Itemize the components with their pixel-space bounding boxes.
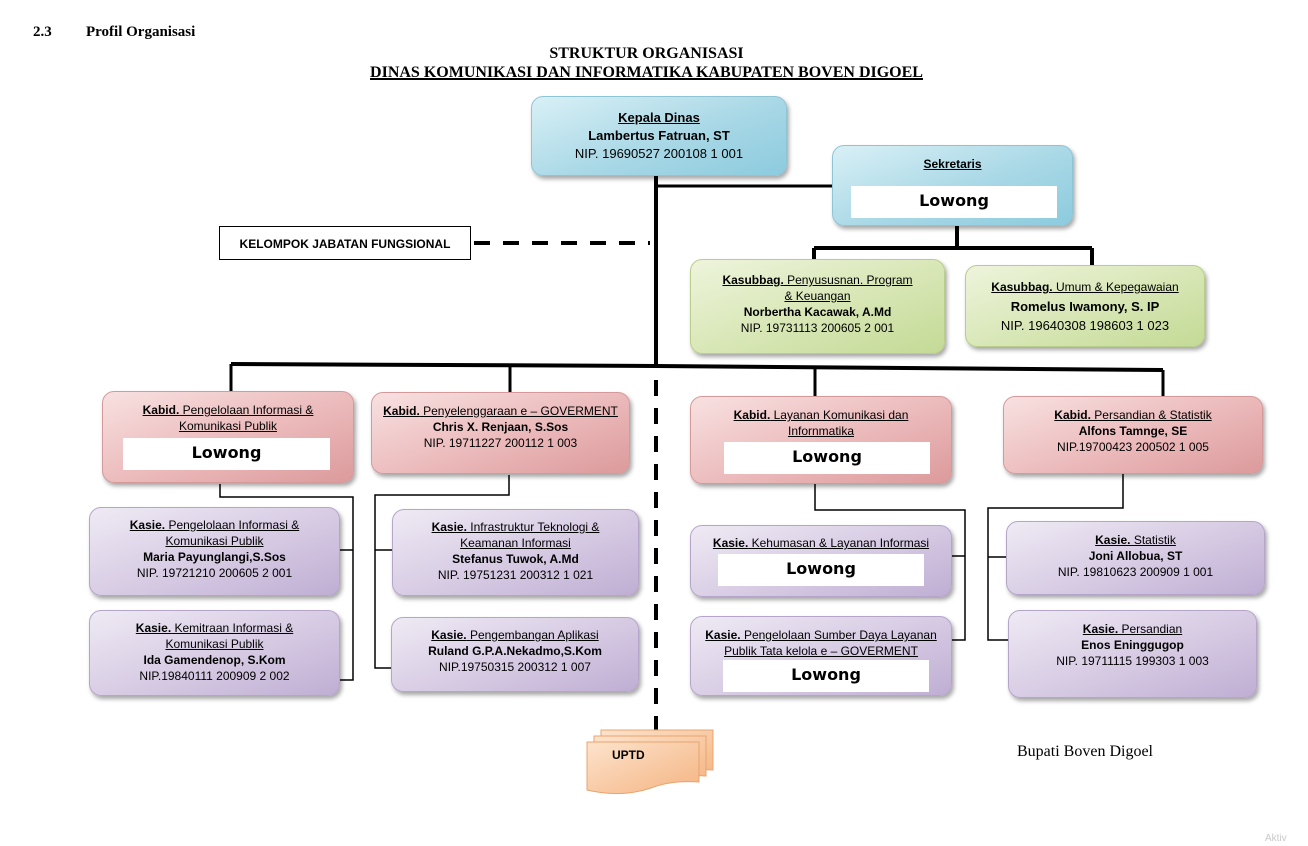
kasie-7-nip: NIP. 19810623 200909 1 001 — [1057, 565, 1214, 579]
kasie-5-vacant: Lowong — [718, 554, 924, 586]
kasie-3-name: Stefanus Tuwok, A.Md — [452, 552, 579, 566]
connector-kasie-group-3 — [814, 483, 966, 641]
kabid-4-nip: NIP.19700423 200502 1 005 — [1057, 440, 1209, 454]
kasie-8-name: Enos Eninggugop — [1081, 638, 1184, 652]
kasie-5-role: Kasie. Kehumasan & Layanan Informasi — [712, 536, 930, 550]
chart-subtitle-text: DINAS KOMUNIKASI DAN INFORMATIKA KABUPAT… — [370, 64, 923, 81]
kasie-3-role: Kasie. Infrastruktur Teknologi & — [431, 520, 600, 534]
kasie-8-nip: NIP. 19711115 199303 1 003 — [1056, 654, 1209, 668]
kasie-4-name: Ruland G.P.A.Nekadmo,S.Kom — [428, 644, 602, 658]
kabid-box-1: Kabid. Pengelolaan Informasi & Komunikas… — [102, 391, 354, 483]
kasie-1-role-2: Komunikasi Publik — [165, 534, 264, 548]
kabid-2-nip: NIP. 19711227 200112 1 003 — [423, 436, 578, 450]
kasie-4-role: Kasie. Pengembangan Aplikasi — [431, 628, 599, 642]
kabid-1-role: Kabid. Pengelolaan Informasi & — [142, 403, 314, 417]
kasubbag-box-1: Kasubbag. Penyususnan. Program & Keuanga… — [690, 259, 945, 354]
kabid-box-3: Kabid. Layanan Komunikasi dan Infornmati… — [690, 396, 952, 484]
kasie-4-nip: NIP.19750315 200312 1 007 — [439, 660, 591, 674]
section-number: 2.3 — [33, 24, 52, 40]
kasubbag-1-role-2: & Keuangan — [784, 289, 851, 303]
kepala-role: Kepala Dinas — [618, 110, 700, 125]
kasie-3-nip: NIP. 19751231 200312 1 021 — [437, 568, 594, 582]
uptd-label: UPTD — [612, 748, 645, 762]
kabid-2-role: Kabid. Penyelenggaraan e – GOVERMENT — [383, 404, 618, 418]
kepala-nip: NIP. 19690527 200108 1 001 — [574, 146, 744, 161]
section-heading: 2.3 Profil Organisasi — [33, 24, 195, 41]
kasie-box-3: Kasie. Infrastruktur Teknologi & Keamana… — [392, 509, 639, 596]
kasie-6-role-2: Publik Tata kelola e – GOVERMENT — [724, 644, 918, 658]
signature-label: Bupati Boven Digoel — [1017, 743, 1153, 760]
kabid-3-vacant: Lowong — [724, 442, 930, 474]
kabid-3-role-2: Infornmatika — [787, 424, 855, 438]
kasie-1-name: Maria Payunglangi,S.Sos — [143, 550, 286, 564]
kasie-box-5: Kasie. Kehumasan & Layanan Informasi Low… — [690, 525, 952, 597]
kasie-7-name: Joni Allobua, ST — [1088, 549, 1183, 563]
kasubbag-1-role: Kasubbag. Penyususnan. Program — [722, 273, 913, 287]
watermark-text: Aktiv — [1265, 833, 1287, 844]
kasie-2-name: Ida Gamendenop, S.Kom — [143, 653, 286, 667]
sekretaris-vacant: Lowong — [851, 186, 1057, 218]
kasie-1-role: Kasie. Pengelolaan Informasi & — [129, 518, 300, 532]
kasie-2-role: Kasie. Kemitraan Informasi & — [135, 621, 294, 635]
kasubbag-1-name: Norbertha Kacawak, A.Md — [743, 305, 892, 319]
kabid-2-name: Chris X. Renjaan, S.Sos — [432, 420, 569, 434]
connector-kasie-group-4 — [987, 473, 1124, 641]
chart-subtitle: DINAS KOMUNIKASI DAN INFORMATIKA KABUPAT… — [0, 64, 1293, 82]
kasie-box-2: Kasie. Kemitraan Informasi & Komunikasi … — [89, 610, 340, 696]
kasubbag-1-nip: NIP. 19731113 200605 2 001 — [740, 321, 895, 335]
kasie-1-nip: NIP. 19721210 200605 2 001 — [136, 566, 293, 580]
kabid-box-4: Kabid. Persandian & Statistik Alfons Tam… — [1003, 396, 1263, 474]
kasie-box-7: Kasie. Statistik Joni Allobua, ST NIP. 1… — [1006, 521, 1265, 595]
kabid-1-vacant: Lowong — [123, 438, 330, 470]
kasie-box-1: Kasie. Pengelolaan Informasi & Komunikas… — [89, 507, 340, 596]
sekretaris-box: Sekretaris Lowong — [832, 145, 1073, 226]
chart-title: STRUKTUR ORGANISASI — [549, 45, 744, 62]
connector-kasie-group-1 — [219, 484, 354, 681]
kasubbag-2-role: Kasubbag. Umum & Kepegawaian — [991, 280, 1179, 294]
kabid-4-role: Kabid. Persandian & Statistik — [1054, 408, 1212, 422]
kasie-2-nip: NIP.19840111 200909 2 002 — [139, 669, 290, 683]
kasie-3-role-2: Keamanan Informasi — [460, 536, 571, 550]
kasie-8-role: Kasie. Persandian — [1082, 622, 1183, 636]
kabid-box-2: Kabid. Penyelenggaraan e – GOVERMENT Chr… — [371, 392, 630, 474]
kasie-2-role-2: Komunikasi Publik — [165, 637, 264, 651]
kasie-box-4: Kasie. Pengembangan Aplikasi Ruland G.P.… — [391, 617, 639, 692]
connector-kasie-group-2 — [374, 475, 510, 669]
kasie-6-vacant: Lowong — [723, 660, 929, 692]
kepala-dinas-box: Kepala Dinas Lambertus Fatruan, ST NIP. … — [531, 96, 787, 176]
kepala-name: Lambertus Fatruan, ST — [588, 128, 730, 143]
section-title: Profil Organisasi — [86, 24, 196, 40]
uptd-shape — [586, 729, 714, 795]
kasubbag-2-nip: NIP. 19640308 198603 1 023 — [1000, 318, 1170, 333]
kasie-box-8: Kasie. Persandian Enos Eninggugop NIP. 1… — [1008, 610, 1257, 698]
kasie-7-role: Kasie. Statistik — [1095, 533, 1176, 547]
kasie-box-6: Kasie. Pengelolaan Sumber Daya Layanan P… — [690, 616, 952, 696]
connector-kabid-bar — [230, 362, 1164, 372]
kasubbag-2-name: Romelus Iwamony, S. IP — [1010, 299, 1160, 314]
kasie-6-role: Kasie. Pengelolaan Sumber Daya Layanan — [705, 628, 937, 642]
kabid-3-role: Kabid. Layanan Komunikasi dan — [733, 408, 909, 422]
kasubbag-box-2: Kasubbag. Umum & Kepegawaian Romelus Iwa… — [965, 265, 1205, 347]
fungsional-box: KELOMPOK JABATAN FUNGSIONAL — [219, 226, 471, 260]
kabid-1-role-2: Komunikasi Publik — [178, 419, 278, 433]
sekretaris-role: Sekretaris — [923, 157, 982, 171]
kabid-4-name: Alfons Tamnge, SE — [1078, 424, 1188, 438]
